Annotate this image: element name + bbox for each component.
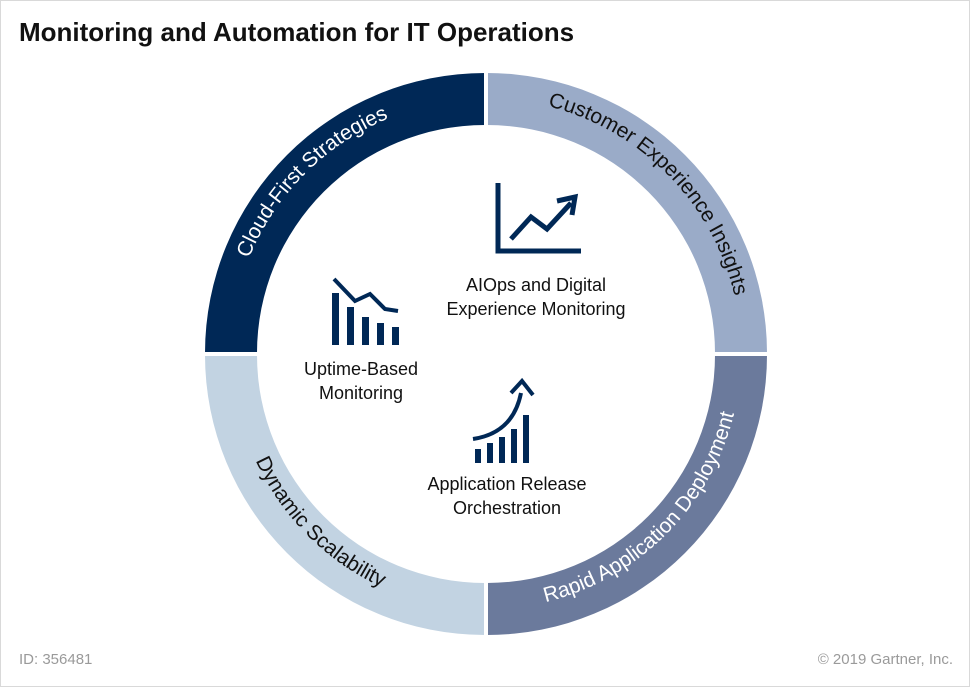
uptime-label-line2: Monitoring [318,383,404,403]
segment-rapid-deployment [487,355,767,635]
aiops-label-line2: Experience Monitoring [446,299,626,319]
figure-title: Monitoring and Automation for IT Operati… [19,17,575,47]
release-label-line1: Application Release [427,474,587,494]
segment-dynamic-scalability [205,355,485,635]
segment-cloud-first [205,73,485,353]
trend-up-chart-icon [495,183,581,254]
aiops-label: AIOps and Digital Experience Monitoring [406,273,666,321]
declining-bars-icon [332,277,399,345]
growth-bars-arrow-icon [472,377,535,463]
aiops-label-line1: AIOps and Digital [465,275,607,295]
label-customer-experience: Customer Experience Insights [546,89,752,298]
release-label: Application Release Orchestration [387,472,627,520]
copyright-notice: © 2019 Gartner, Inc. [817,651,953,668]
uptime-label: Uptime-Based Monitoring [271,357,451,405]
figure-id: ID: 356481 [19,651,93,668]
uptime-label-line1: Uptime-Based [303,359,419,379]
segment-customer-experience [487,73,767,353]
release-label-line2: Orchestration [452,498,562,518]
